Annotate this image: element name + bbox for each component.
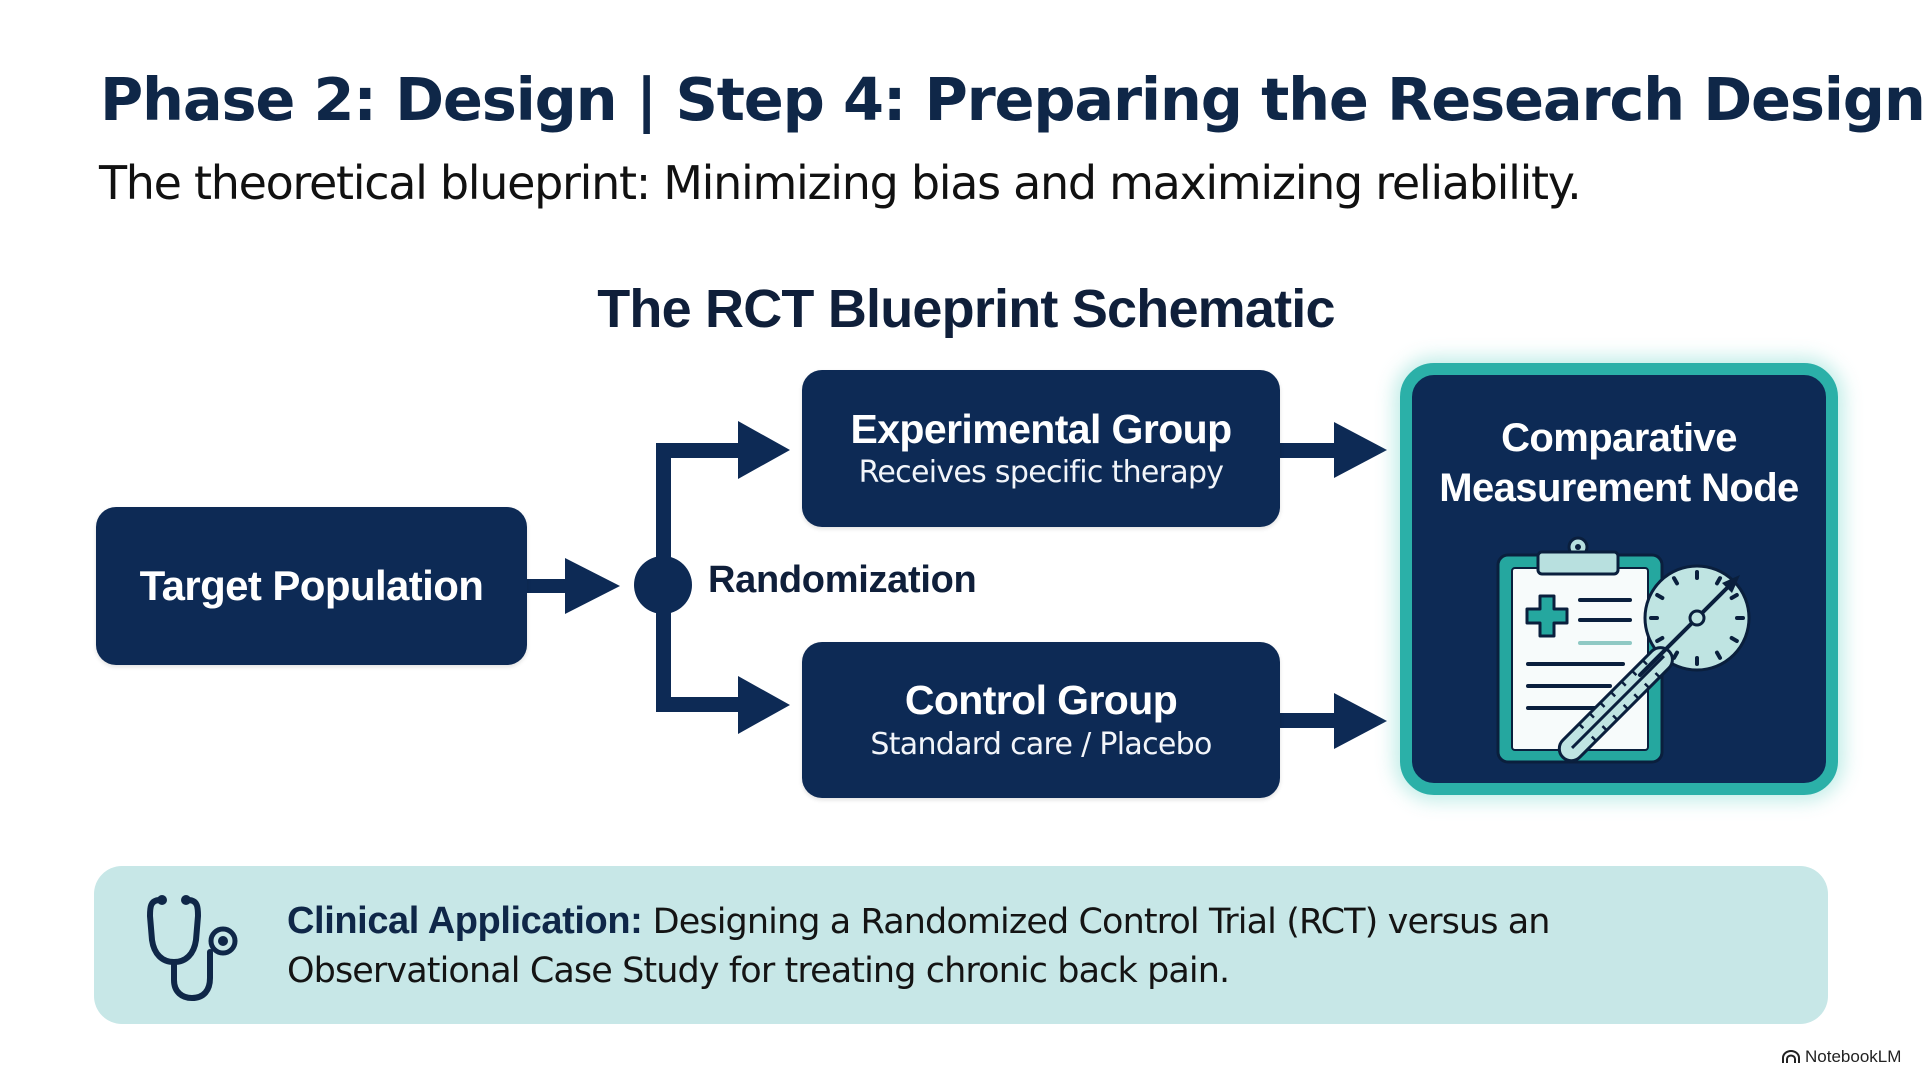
node-measurement-title: Comparative Measurement Node [1439,416,1799,510]
notebooklm-icon [1782,1050,1800,1063]
edge-target-to-junction [527,579,567,593]
clinical-application-label: Clinical Application: [287,900,643,942]
node-experimental-title: Experimental Group [850,405,1232,452]
edge-to-control [656,697,744,712]
edge-experimental-to-measurement [1278,443,1340,458]
node-control-title: Control Group [904,677,1178,724]
gauge-tick [1655,593,1665,600]
gauge-tick [1655,636,1665,643]
node-target-title: Target Population [139,562,484,610]
arrowhead-to-control [738,676,790,734]
gauge-tick [1672,650,1679,660]
arrowhead-to-experimental [738,421,790,479]
node-target-population: Target Population [96,507,527,665]
arrowhead-to-junction [565,558,620,614]
node-experimental-subtitle: Receives specific therapy [858,455,1224,491]
clinical-application-body: Designing a Randomized Control Trial (RC… [287,902,1550,991]
clinical-application-panel [94,866,1828,1024]
gauge-tick [1672,576,1679,586]
page-subtitle: The theoretical blueprint: Minimizing bi… [99,156,1582,210]
edge-to-experimental [656,443,744,458]
notebooklm-brand: NotebookLM [1782,1047,1901,1067]
arrowhead-experimental-to-measurement [1334,422,1387,478]
edge-control-to-measurement [1278,713,1340,728]
schematic-heading: The RCT Blueprint Schematic [597,279,1335,339]
gauge-tick [1715,576,1722,586]
edge-branch-vertical [656,443,671,712]
page-title: Phase 2: Design | Step 4: Preparing the … [100,65,1926,134]
stethoscope-icon [147,895,238,1001]
clinical-application-text: Clinical Application: Designing a Random… [287,897,1707,996]
node-control-subtitle: Standard care / Placebo [870,726,1212,762]
gauge-tick [1729,593,1739,600]
gauge-tick [1729,636,1739,643]
brand-name: NotebookLM [1805,1047,1902,1066]
gauge-tick [1715,650,1722,660]
randomization-label: Randomization [708,559,977,601]
node-control-group: Control Group Standard care / Placebo [802,642,1280,798]
node-experimental-group: Experimental Group Receives specific the… [802,370,1280,527]
arrowhead-control-to-measurement [1334,693,1387,749]
